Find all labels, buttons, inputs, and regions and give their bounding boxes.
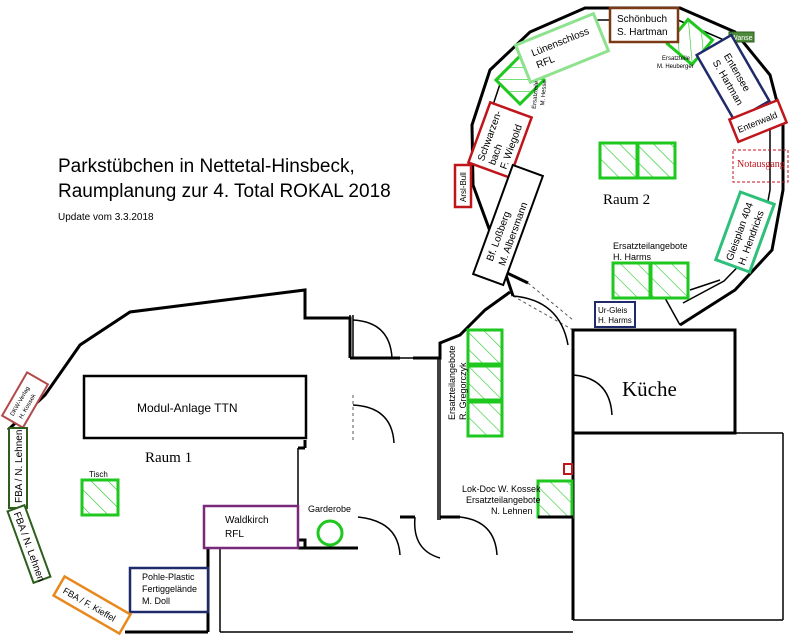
- door-arc: [352, 319, 393, 359]
- booth-harms-label2: H. Harms: [613, 252, 651, 262]
- booth-gregorczyk-label1: Ersatzteilangebote: [447, 345, 457, 420]
- booth-lossberg: [471, 163, 545, 287]
- booth-schoenbuch: [608, 6, 680, 44]
- booth-pohle: [128, 566, 210, 614]
- door-arc: [572, 374, 613, 416]
- booth-waldkirch: [202, 504, 300, 550]
- booth-heuberger-label2: M. Heuberger: [657, 64, 694, 70]
- booth-arsl-bull-name: Arsl-Bull: [459, 172, 468, 202]
- booth-schoenbuch-owner: S. Hartman: [617, 27, 668, 38]
- booth-luenenschloss: [513, 11, 611, 85]
- plan-title-line1: Parkstübchen in Nettetal-Hinsbeck,: [58, 156, 355, 177]
- booth-schoenbuch-name: Schönbuch: [617, 14, 667, 25]
- table-hatch: [539, 482, 571, 516]
- table-hatch: [652, 264, 687, 297]
- door-arc: [357, 516, 401, 556]
- door-arc: [459, 516, 498, 556]
- wardrobe-label: Garderobe: [308, 504, 351, 514]
- table-hatch: [469, 367, 501, 399]
- booth-urgleis-owner: H. Harms: [598, 316, 632, 325]
- door-arc: [512, 295, 569, 346]
- wardrobe-circle: [316, 519, 344, 547]
- table-hatch: [601, 144, 636, 177]
- booth-gleisplan: [713, 190, 777, 274]
- booth-pohle-line2: Fertiggelände: [142, 584, 197, 594]
- door-arc: [413, 516, 441, 559]
- plan-title-line2: Raumplanung zur 4. Total ROKAL 2018: [58, 181, 391, 202]
- booth-heuberger-label1: Ersatzteile: [662, 56, 691, 62]
- booth-hesse-label1: Ersatzteile: [532, 80, 540, 109]
- booth-urgleis-name: Ur-Gleis: [598, 306, 627, 315]
- booth-pohle-line1: Pohle-Plastic: [142, 572, 195, 582]
- booth-dkw: [0, 370, 50, 430]
- room2-label: Raum 2: [603, 192, 650, 208]
- booth-waldkirch-owner: RFL: [225, 529, 244, 540]
- emergency-exit-label: Notausgang: [737, 159, 785, 170]
- booth-modul-anlage-name: Modul-Anlage TTN: [137, 401, 238, 415]
- small-red-marker: [563, 463, 573, 475]
- booth-hesse-label2: M. Hesse: [540, 79, 548, 105]
- kitchen-label: Küche: [622, 377, 677, 401]
- booth-lokdoc-line2: Ersatzteilangebote: [466, 495, 541, 505]
- booth-harms-label1: Ersatzteilangebote: [613, 241, 688, 251]
- booth-fba-kieffel: [51, 574, 133, 636]
- table-hatch: [639, 144, 674, 177]
- table-hatch: [469, 403, 501, 435]
- booth-small-green-label: Wanse: [731, 35, 753, 42]
- table-hatch: [83, 481, 117, 514]
- booth-arsl-bull: [453, 163, 473, 209]
- booth-modul-anlage: [82, 374, 308, 440]
- booth-entenwald: [727, 98, 789, 144]
- table-hatch: [614, 264, 649, 297]
- booth-gregorczyk-label2: R. Gregorczyk: [458, 362, 468, 420]
- booth-schwarzenbach: [466, 100, 534, 180]
- update-date: Update vom 3.3.2018: [58, 212, 154, 223]
- table-label: Tisch: [89, 470, 108, 479]
- booth-waldkirch-name: Waldkirch: [225, 515, 269, 526]
- booth-lokdoc-line3: N. Lehnen: [491, 506, 533, 516]
- booth-urgleis: [594, 301, 636, 328]
- table-hatch: [469, 331, 501, 363]
- booth-fba-lehnen-1-name: FBA / N. Lehnen: [14, 430, 25, 503]
- booth-fba-lehnen-2: [6, 503, 52, 585]
- door-arc: [352, 404, 395, 444]
- booth-pohle-line3: M. Doll: [142, 596, 170, 606]
- room1-label: Raum 1: [145, 450, 192, 466]
- booth-lokdoc-line1: Lok-Doc W. Kossek: [462, 484, 541, 494]
- emergency-exit-box: [732, 149, 789, 183]
